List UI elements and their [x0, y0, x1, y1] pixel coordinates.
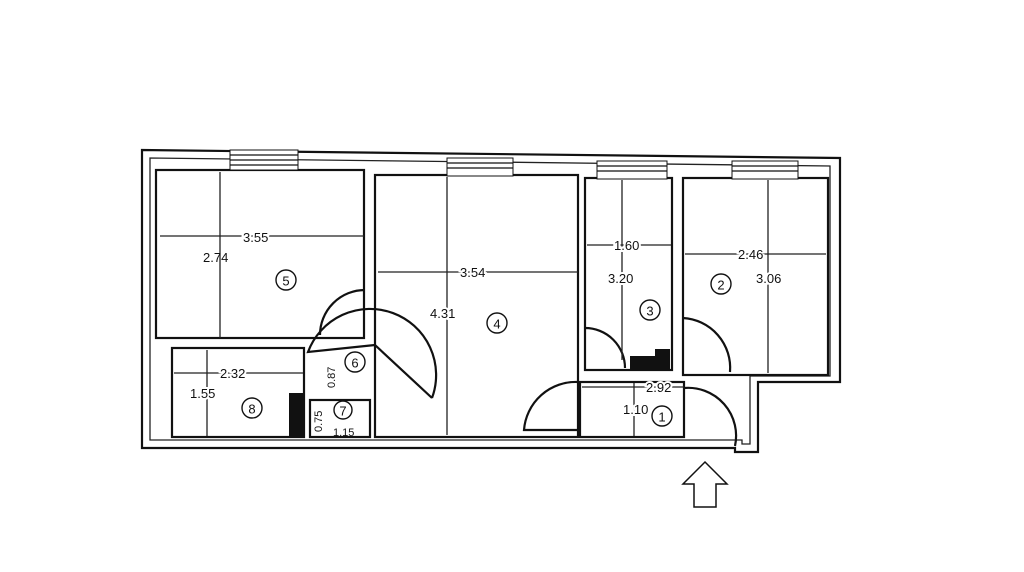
svg-text:5: 5 [282, 274, 289, 289]
room-number-6: 6 [344, 351, 366, 373]
room-8 [170, 346, 306, 439]
chimney [289, 393, 303, 437]
door-room-6 [306, 307, 438, 399]
window [731, 160, 799, 180]
svg-text:6: 6 [351, 356, 358, 371]
dimension-label: 4.31 [430, 306, 455, 321]
door-room-2 [682, 316, 732, 373]
room-7 [308, 398, 372, 439]
room-number-8: 8 [241, 397, 263, 419]
dimension-label: 3.55 [243, 230, 268, 245]
room-number-3: 3 [639, 299, 661, 321]
kitchen-counter [630, 349, 670, 369]
dimension-label: 1.60 [614, 238, 639, 253]
dimension-label: 1.55 [190, 386, 215, 401]
room-4 [373, 173, 580, 439]
dimension-label: 3.54 [460, 265, 485, 280]
dimension-label: 0.87 [326, 367, 338, 388]
svg-text:1: 1 [658, 410, 665, 425]
room-number-7: 7 [333, 400, 353, 420]
svg-text:7: 7 [339, 404, 346, 419]
dimension-label: 2.32 [220, 366, 245, 381]
dimension-label: 2.46 [738, 247, 763, 262]
window [596, 160, 668, 180]
door-room-4 [522, 380, 579, 432]
dimension-label: 1.10 [623, 402, 648, 417]
dimension-label: 0.75 [313, 411, 325, 432]
room-number-5: 5 [275, 269, 297, 291]
dimension-label: 2.92 [646, 380, 671, 395]
inner-outline [149, 157, 831, 445]
dimension-label: 3.06 [756, 271, 781, 286]
room-1 [578, 380, 686, 439]
door-room-5 [318, 288, 366, 336]
dimension-label: 3.20 [608, 271, 633, 286]
svg-text:8: 8 [248, 402, 255, 417]
room-number-4: 4 [486, 312, 508, 334]
door-entrance [683, 386, 738, 447]
window [446, 157, 514, 177]
dimension-label: 2.74 [203, 250, 228, 265]
svg-text:2: 2 [717, 278, 724, 293]
outer-wall [140, 148, 842, 454]
window [229, 149, 299, 171]
room-number-2: 2 [710, 273, 732, 295]
room-5 [154, 168, 366, 340]
svg-text:4: 4 [493, 317, 500, 332]
room-number-1: 1 [651, 405, 673, 427]
dimension-lines [160, 172, 826, 436]
dimension-label: 1.15 [333, 427, 354, 439]
door-room-3 [584, 326, 627, 369]
up-arrow-icon [681, 460, 729, 508]
svg-text:3: 3 [646, 304, 653, 319]
